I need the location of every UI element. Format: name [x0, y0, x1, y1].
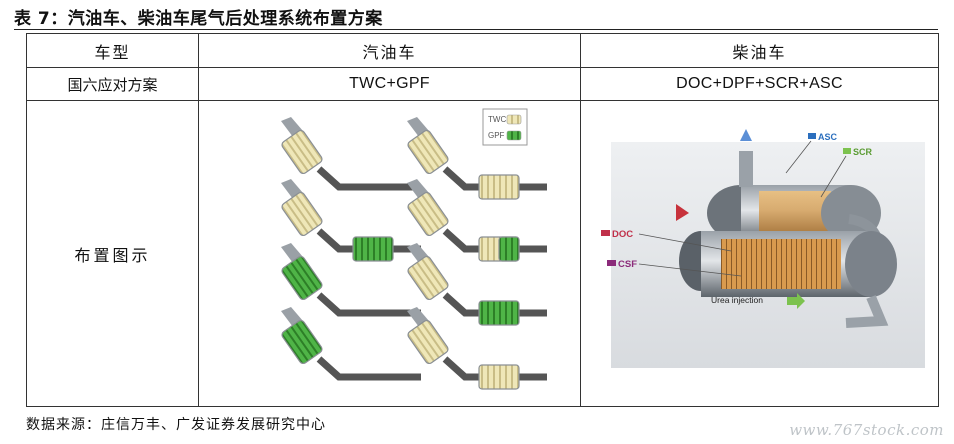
brick-gpf — [352, 236, 394, 262]
brick-twc — [407, 319, 449, 365]
scheme-row-label: 国六应对方案 — [26, 67, 199, 101]
brick-gpf — [281, 319, 323, 365]
asc-leader — [785, 140, 812, 174]
header-diesel: 柴油车 — [580, 33, 939, 68]
brick-twc — [478, 174, 520, 200]
converter-layout-6 — [407, 179, 547, 262]
scheme-row: 国六应对方案 TWC+GPF DOC+DPF+SCR+ASC — [26, 67, 939, 101]
source-note: 数据来源：庄信万丰、广发证券发展研究中心 — [26, 417, 326, 433]
scr-label: SCR — [853, 147, 873, 157]
diagram-row-label: 布置图示 — [26, 100, 199, 407]
legend-gpf-swatch — [506, 130, 522, 141]
legend-twc-swatch — [506, 114, 522, 125]
converter-layout-3 — [281, 243, 421, 317]
layout-table: 车型 汽油车 柴油车 国六应对方案 TWC+GPF DOC+DPF+SCR+AS… — [26, 33, 939, 407]
diesel-aftertreatment-diagram: ASC SCR DOC CSF Urea injection — [601, 129, 925, 368]
legend-gpf-label: GPF — [488, 131, 505, 140]
watermark: www.767stock.com — [789, 421, 944, 439]
brick-twc — [407, 129, 449, 175]
converter-layout-4 — [281, 307, 421, 381]
converter-layout-7 — [407, 243, 547, 326]
scr-swatch — [843, 148, 851, 154]
converter-layout-2 — [281, 179, 421, 262]
brick-twc — [407, 255, 449, 301]
brick-twc — [478, 364, 520, 390]
gasoline-aftertreatment-diagram: TWC GPF — [281, 108, 547, 390]
brick-gpf — [498, 236, 520, 262]
urea-injection-arrow — [787, 293, 805, 309]
converter-layout-1 — [281, 117, 421, 191]
legend-twc-label: TWC — [488, 115, 506, 124]
header-vehicle-type: 车型 — [26, 33, 199, 68]
asc-swatch — [808, 133, 816, 139]
header-gasoline: 汽油车 — [198, 33, 581, 68]
csf-swatch — [607, 260, 616, 266]
brick-gpf — [478, 300, 520, 326]
csf-label: CSF — [618, 259, 637, 270]
title-rule — [14, 29, 938, 30]
gasoline-legend: TWC GPF — [482, 108, 528, 146]
gasoline-diagram-cell: TWC GPF — [198, 100, 581, 407]
converter-layout-5 — [407, 117, 547, 200]
urea-injection-label: Urea injection — [711, 295, 763, 305]
exhaust-inlet-arrow — [676, 204, 689, 221]
doc-leader — [638, 233, 732, 252]
brick-twc — [281, 129, 323, 175]
brick-twc — [407, 191, 449, 237]
exhaust-outlet-pipe — [739, 129, 753, 187]
diesel-diagram-cell: ASC SCR DOC CSF Urea injection — [580, 100, 939, 407]
table-title: 表 7：汽油车、柴油车尾气后处理系统布置方案 — [14, 9, 383, 29]
diagram-row: 布置图示 — [26, 100, 939, 407]
scr-leader — [820, 155, 847, 198]
converter-layout-8 — [407, 307, 547, 390]
brick-gpf — [281, 255, 323, 301]
gasoline-scheme: TWC+GPF — [198, 67, 581, 101]
doc-label: DOC — [612, 229, 633, 240]
header-row: 车型 汽油车 柴油车 — [26, 33, 939, 68]
csf-leader — [638, 263, 742, 277]
asc-label: ASC — [818, 132, 838, 142]
doc-swatch — [601, 230, 610, 236]
brick-twc — [281, 191, 323, 237]
doc-csf-canister — [679, 231, 897, 328]
diesel-scheme: DOC+DPF+SCR+ASC — [580, 67, 939, 101]
